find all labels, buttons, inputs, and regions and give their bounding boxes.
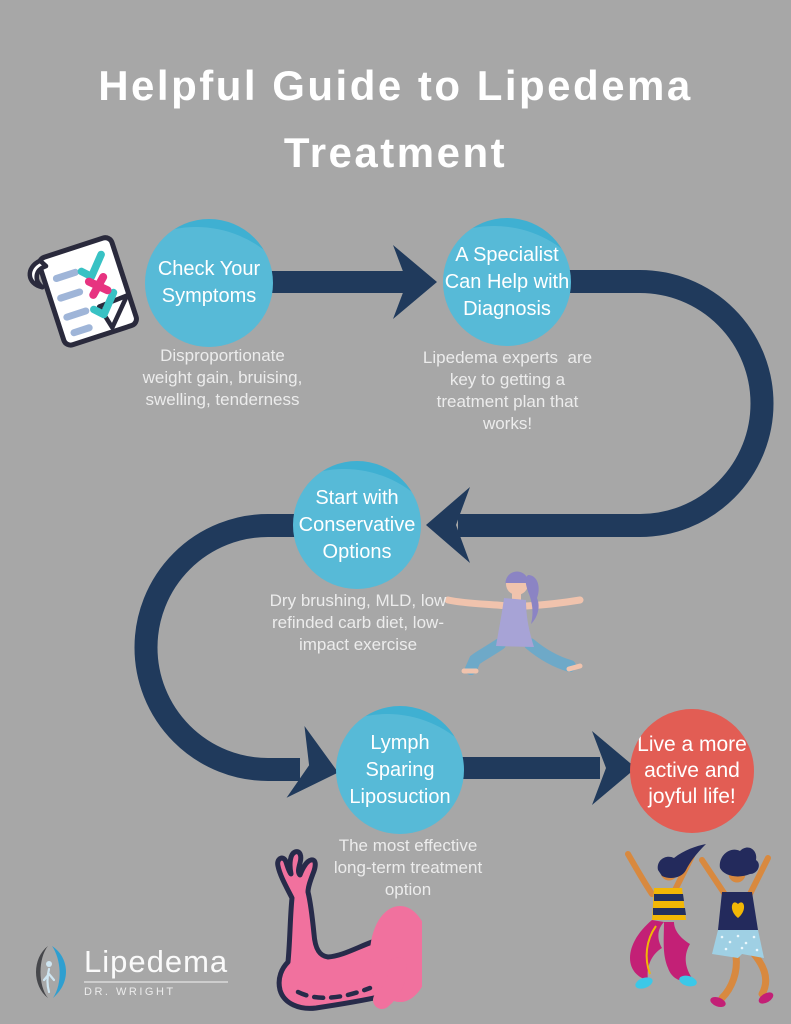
circle-highlight: [293, 468, 421, 589]
circle-highlight: [336, 713, 464, 834]
checklist-icon: [27, 235, 139, 348]
step-circle-conservative: Start with Conservative Options: [293, 461, 421, 589]
curve-right: [458, 270, 774, 537]
step-label: Start with: [315, 486, 399, 509]
step-label: Sparing: [365, 758, 435, 781]
outcome-label: Live a more: [637, 733, 747, 756]
step-caption-check-symptoms: Disproportionate weight gain, bruising, …: [142, 346, 303, 409]
title-line-1: Helpful Guide to Lipedema: [98, 62, 693, 109]
jumping-people-illustration: [625, 844, 774, 1008]
step-caption-conservative: Dry brushing, MLD, low refinded carb die…: [269, 591, 447, 654]
step-circle-liposuction: Lymph Sparing Liposuction: [336, 706, 464, 834]
logo-text: Lipedema DR. WRIGHT: [84, 945, 229, 999]
step-label: Diagnosis: [463, 297, 551, 320]
logo-name: Lipedema: [84, 945, 229, 984]
step-label: Can Help with: [444, 270, 570, 293]
arrow-shapes: [134, 245, 774, 805]
outcome-label: active and: [644, 759, 740, 782]
step-label: Symptoms: [161, 285, 257, 307]
jumper-left: [625, 844, 706, 989]
step-caption-liposuction: The most effective long-term treatment o…: [333, 836, 483, 899]
arrow-4-head: [592, 731, 636, 805]
step-label: A Specialist: [455, 243, 559, 266]
title-line-2: Treatment: [283, 129, 508, 176]
yoga-pose-illustration: [444, 571, 584, 675]
step-label: Lymph: [370, 731, 430, 754]
step-label: Liposuction: [349, 785, 451, 808]
outcome-circle: Live a more active and joyful life!: [630, 709, 754, 833]
brand-logo: Lipedema DR. WRIGHT: [28, 944, 229, 1000]
arrow-1-shaft: [270, 271, 408, 293]
circle-highlight: [145, 226, 273, 347]
lipedema-body-logo-mark: [36, 946, 67, 998]
outcome-label: joyful life!: [648, 785, 736, 808]
step-caption-specialist: Lipedema experts are key to getting a tr…: [422, 348, 593, 433]
step-label: Options: [322, 540, 392, 563]
step-label: Check Your: [157, 258, 261, 280]
arrow-2-head: [426, 487, 470, 563]
circle-highlight: [630, 709, 754, 833]
logo-subtitle: DR. WRIGHT: [84, 986, 176, 999]
arrow-3-head: [286, 725, 339, 798]
jumper-right: [699, 847, 774, 1008]
step-circle-check-symptoms: Check Your Symptoms: [145, 219, 273, 347]
lipedema-arm-illustration: [275, 849, 422, 1011]
step-circle-specialist: A Specialist Can Help with Diagnosis: [443, 218, 571, 346]
arrow-1-head: [393, 245, 437, 319]
circle-highlight: [443, 225, 571, 346]
arrow-4-shaft: [460, 757, 600, 779]
page-title: Helpful Guide to Lipedema Treatment: [0, 52, 791, 186]
step-label: Conservative: [298, 513, 416, 536]
curve-left: [134, 514, 300, 781]
